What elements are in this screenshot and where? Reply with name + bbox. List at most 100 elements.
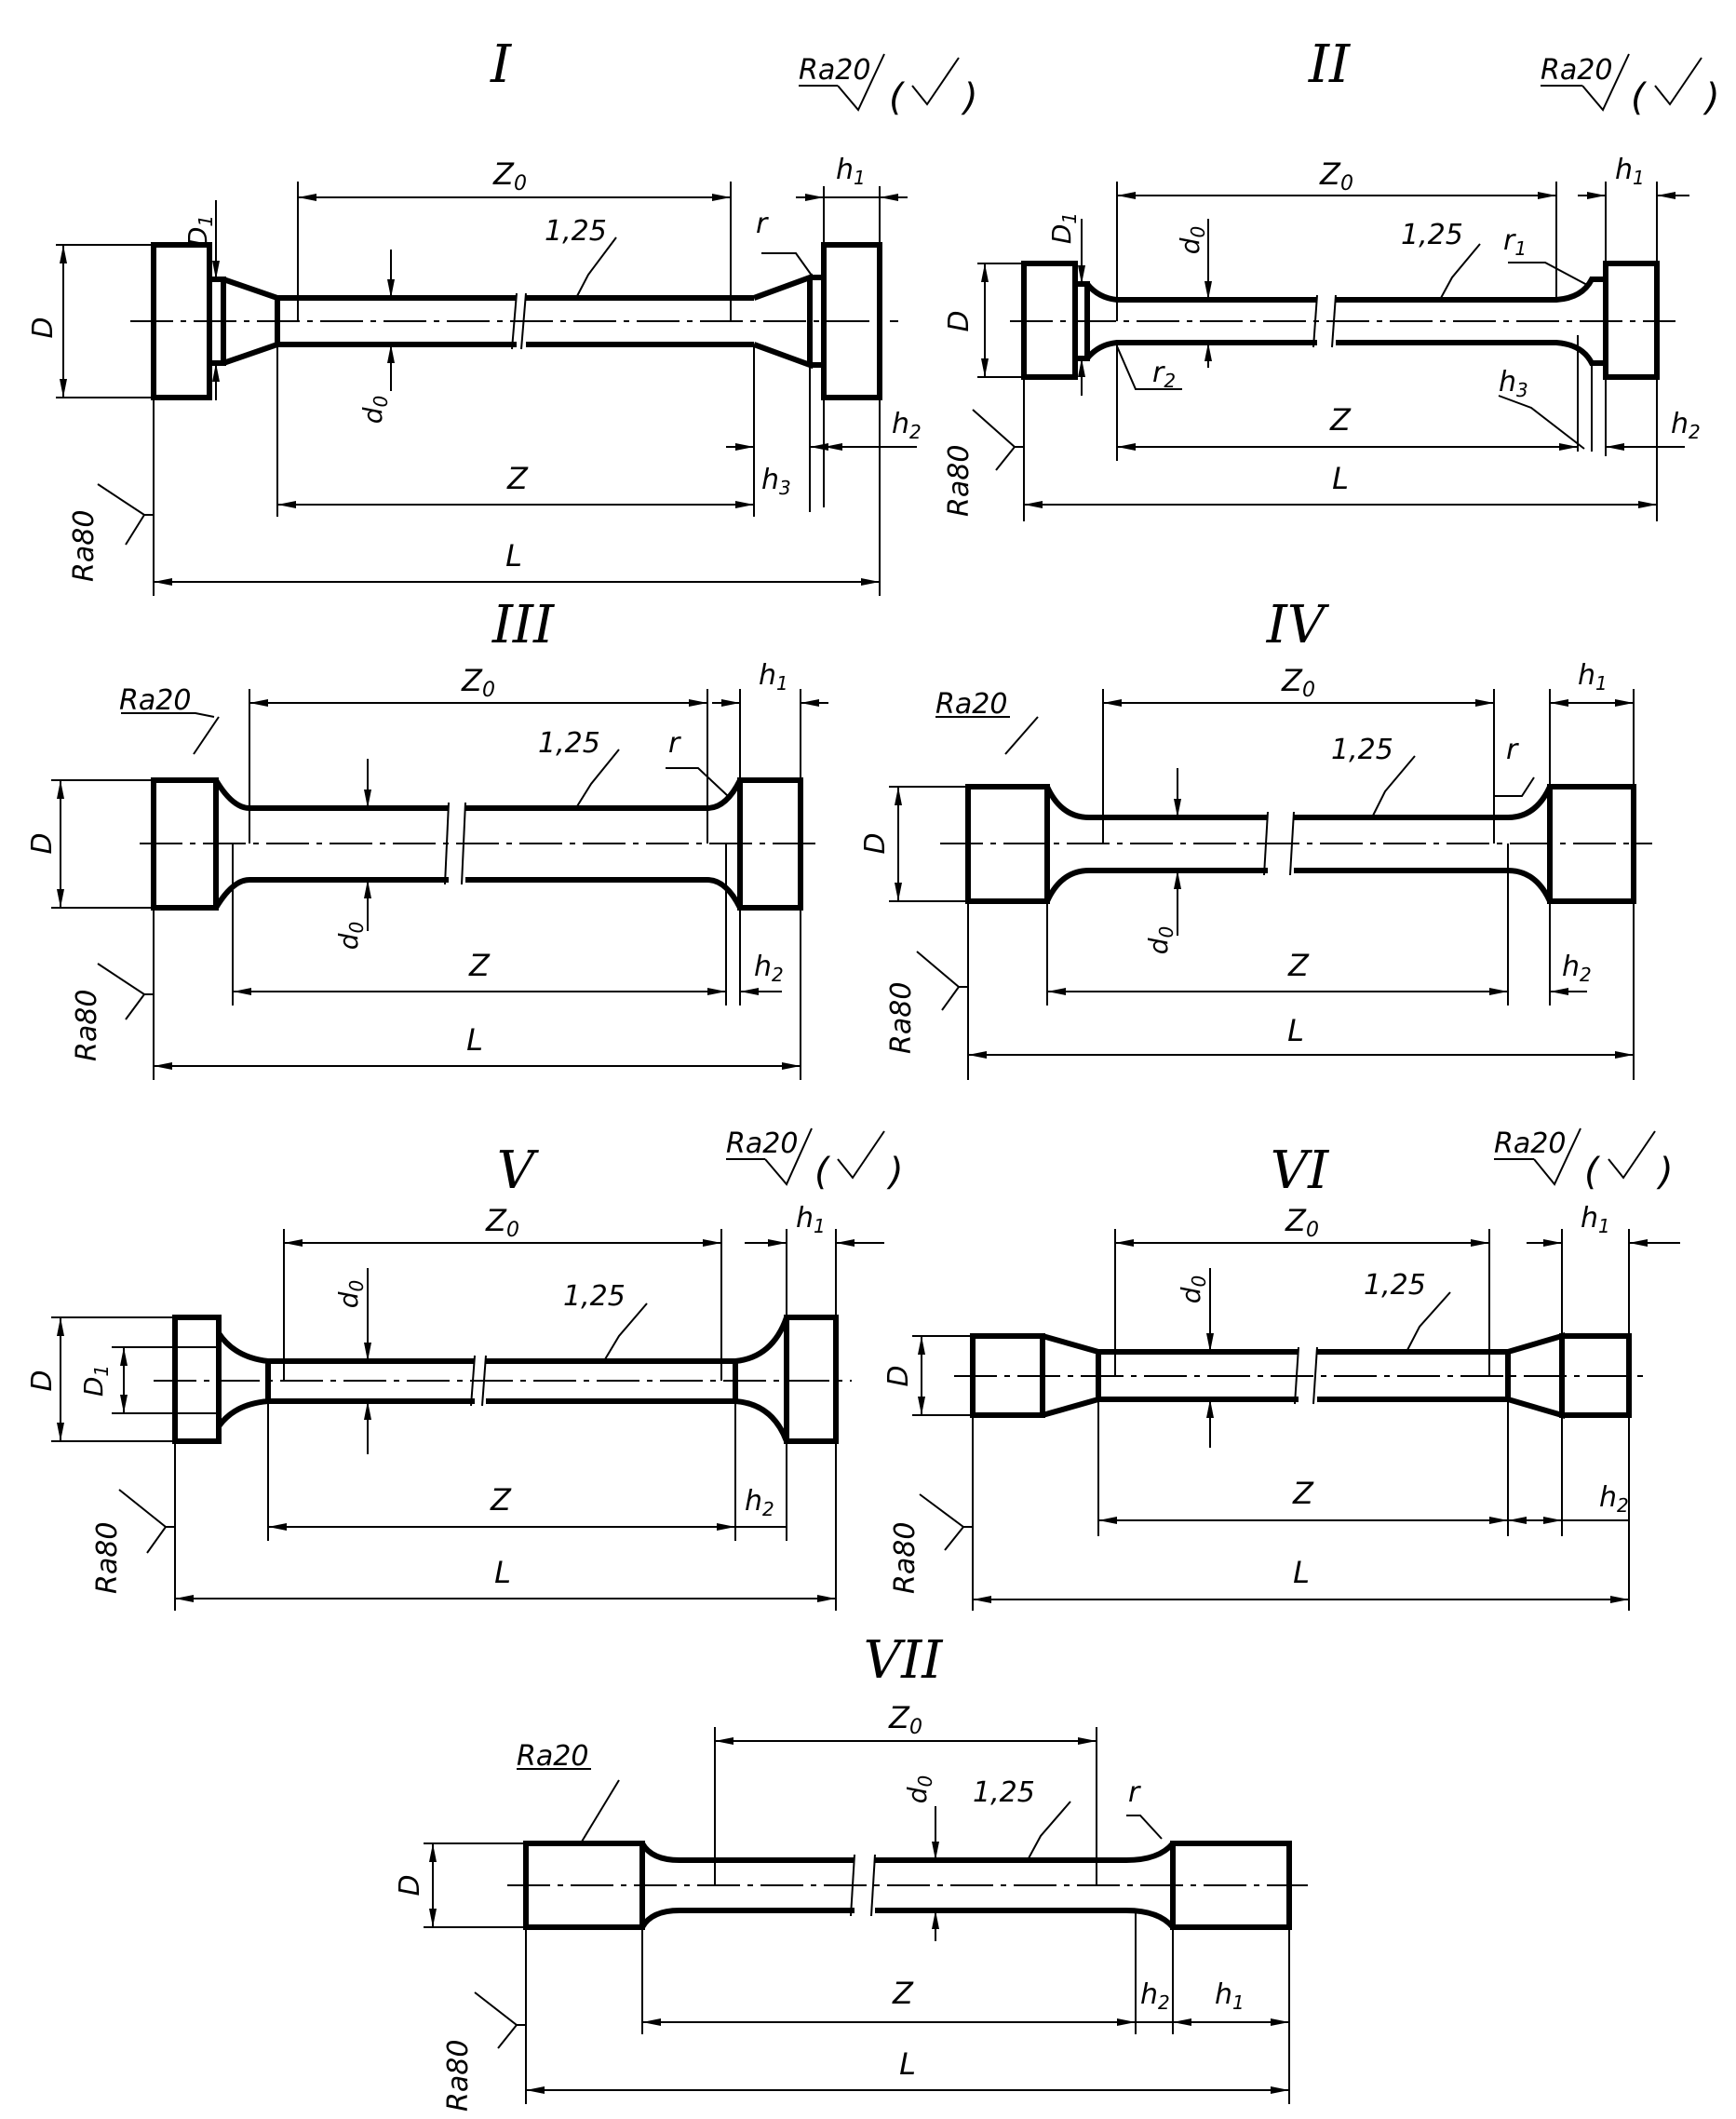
specimen-VII-dim-Z0: Z bbox=[888, 1700, 910, 1735]
specimen-VII-dim-d0: d bbox=[902, 1787, 933, 1803]
specimen-II-ra20: Ra20 bbox=[1541, 54, 1612, 87]
specimen-VII-dim-h1: h bbox=[1215, 1978, 1232, 2011]
svg-text:d0: d0 bbox=[333, 1280, 368, 1309]
svg-text:h1: h1 bbox=[1615, 154, 1645, 189]
specimen-II-dim-Z: Z bbox=[1329, 402, 1352, 438]
svg-text:d0: d0 bbox=[902, 1775, 936, 1804]
specimen-III-dim-h1: h bbox=[759, 659, 776, 692]
specimen-II-dim-h3: h bbox=[1499, 366, 1516, 398]
specimen-VI-ra20: Ra20 bbox=[1494, 1127, 1566, 1160]
svg-text:r1: r1 bbox=[1503, 224, 1527, 260]
figure-title-3: III bbox=[491, 595, 556, 655]
specimen-II-dim-h1: h bbox=[1615, 154, 1633, 186]
specimen-I-ra-paren: ( bbox=[889, 76, 906, 119]
specimen-VI-ra80: Ra80 bbox=[889, 1522, 922, 1594]
svg-text:d0: d0 bbox=[333, 922, 368, 951]
specimen-V-ra80: Ra80 bbox=[91, 1522, 124, 1594]
specimen-III-dim-Z0: Z bbox=[461, 663, 483, 698]
specimen-II-dim-L: L bbox=[1332, 461, 1349, 496]
specimen-V-ra20: Ra20 bbox=[726, 1127, 798, 1160]
specimen-VII-ra20: Ra20 bbox=[517, 1740, 588, 1773]
svg-text:h1: h1 bbox=[836, 154, 866, 189]
svg-text:Z0: Z0 bbox=[485, 1203, 519, 1242]
specimen-VI-dim-L: L bbox=[1293, 1555, 1310, 1590]
svg-text:h2: h2 bbox=[1140, 1978, 1170, 2014]
svg-text:): ) bbox=[886, 1151, 904, 1194]
specimen-II-dim-D1: D bbox=[1046, 224, 1077, 245]
specimen-III-ra20: Ra20 bbox=[119, 684, 191, 717]
specimen-V-dim-D: D bbox=[26, 1370, 59, 1391]
specimen-VII-dim-D: D bbox=[394, 1874, 426, 1896]
specimen-VII-dim-Z: Z bbox=[892, 1976, 914, 2011]
specimen-IV-dim-h1: h bbox=[1578, 659, 1595, 692]
specimen-V-dim-d0: d bbox=[333, 1291, 364, 1308]
specimen-V-dim-h2: h bbox=[745, 1485, 762, 1518]
specimen-II-dim-D: D bbox=[943, 310, 976, 331]
specimen-I-dim-L: L bbox=[505, 538, 522, 574]
svg-text:h1: h1 bbox=[796, 1202, 826, 1237]
svg-text:Z0: Z0 bbox=[1281, 663, 1315, 702]
specimen-III-dim-L: L bbox=[466, 1022, 483, 1058]
specimen-IV-dim-d0: d bbox=[1143, 938, 1174, 954]
figure-title-2: II bbox=[1308, 34, 1352, 95]
svg-text:d0: d0 bbox=[1175, 226, 1209, 255]
specimen-IV-roughness-fine: 1,25 bbox=[1331, 734, 1393, 766]
specimen-I: D D1 d0 Z0 1,25 r h1 h2 bbox=[27, 53, 978, 596]
svg-text:): ) bbox=[961, 76, 978, 119]
specimen-I-dim-D: D bbox=[27, 317, 60, 338]
svg-text:(: ( bbox=[814, 1151, 831, 1194]
specimen-III-roughness-fine: 1,25 bbox=[538, 727, 600, 760]
svg-text:d0: d0 bbox=[1176, 1275, 1210, 1304]
svg-text:Z0: Z0 bbox=[492, 156, 527, 196]
svg-text:): ) bbox=[1702, 76, 1720, 119]
svg-text:h1: h1 bbox=[1578, 659, 1608, 695]
specimen-V-outline bbox=[172, 1315, 839, 1444]
svg-text:r2: r2 bbox=[1152, 357, 1176, 392]
svg-text:h1: h1 bbox=[1215, 1978, 1245, 2014]
specimen-II: D D1 d0 Z0 h1 1,25 r1 r2 h3 bbox=[943, 53, 1720, 521]
figure-title-1: I bbox=[490, 34, 513, 95]
figure-title-7: VII bbox=[864, 1630, 945, 1691]
specimen-V-dim-L: L bbox=[494, 1555, 511, 1590]
specimen-VII-dim-L: L bbox=[899, 2046, 916, 2082]
svg-text:h1: h1 bbox=[1581, 1202, 1610, 1237]
figure-title-6: VI bbox=[1271, 1140, 1330, 1201]
specimen-I-dim-h1: h bbox=[836, 154, 854, 186]
specimen-II-dim-Z0: Z bbox=[1319, 156, 1341, 192]
svg-text:h3: h3 bbox=[761, 464, 791, 499]
specimen-VI-dim-D: D bbox=[882, 1365, 915, 1386]
svg-text:h1: h1 bbox=[759, 659, 788, 695]
specimen-VII-ra80: Ra80 bbox=[442, 2040, 475, 2112]
specimen-IV-dim-Z0: Z bbox=[1281, 663, 1303, 698]
svg-text:(: ( bbox=[1584, 1151, 1601, 1194]
specimen-V-dim-h1: h bbox=[796, 1202, 814, 1235]
svg-text:Z0: Z0 bbox=[1285, 1203, 1319, 1242]
specimen-III-dim-Z: Z bbox=[468, 948, 491, 983]
svg-text:h2: h2 bbox=[1599, 1481, 1629, 1517]
specimen-I-roughness-fine: 1,25 bbox=[545, 215, 607, 248]
specimen-I-dim-r: r bbox=[756, 208, 769, 240]
svg-text:h2: h2 bbox=[745, 1485, 774, 1520]
figure-title-4: IV bbox=[1266, 595, 1330, 655]
specimen-II-dim-d0: d bbox=[1175, 237, 1205, 254]
specimen-V-roughness-fine: 1,25 bbox=[563, 1280, 626, 1313]
specimen-IV-ra80: Ra80 bbox=[885, 982, 918, 1054]
specimen-II-dim-h2: h bbox=[1671, 408, 1689, 440]
specimen-I-ra80: Ra80 bbox=[68, 510, 101, 582]
specimen-VI-roughness-fine: 1,25 bbox=[1364, 1269, 1426, 1302]
specimen-V-dim-Z: Z bbox=[490, 1482, 512, 1518]
specimen-VII: D d0 Z0 1,25 r Ra20 Z h2 h1 bbox=[394, 1700, 1308, 2112]
specimen-III-outline bbox=[151, 777, 803, 911]
specimen-III-dim-d0: d bbox=[333, 933, 364, 950]
specimen-III-dim-r: r bbox=[668, 727, 681, 760]
svg-text:D1: D1 bbox=[1046, 212, 1081, 244]
svg-text:(: ( bbox=[1631, 76, 1648, 119]
specimen-VI-dim-d0: d bbox=[1176, 1287, 1206, 1303]
specimen-III-dim-h2: h bbox=[754, 951, 772, 983]
specimen-IV-dim-D: D bbox=[859, 832, 892, 854]
specimen-VI-dim-Z0: Z bbox=[1285, 1203, 1307, 1238]
svg-text:D1: D1 bbox=[78, 1365, 113, 1397]
svg-text:h2: h2 bbox=[754, 951, 784, 986]
specimen-IV: D d0 Z0 h1 1,25 r Ra20 Z h2 bbox=[859, 659, 1652, 1080]
